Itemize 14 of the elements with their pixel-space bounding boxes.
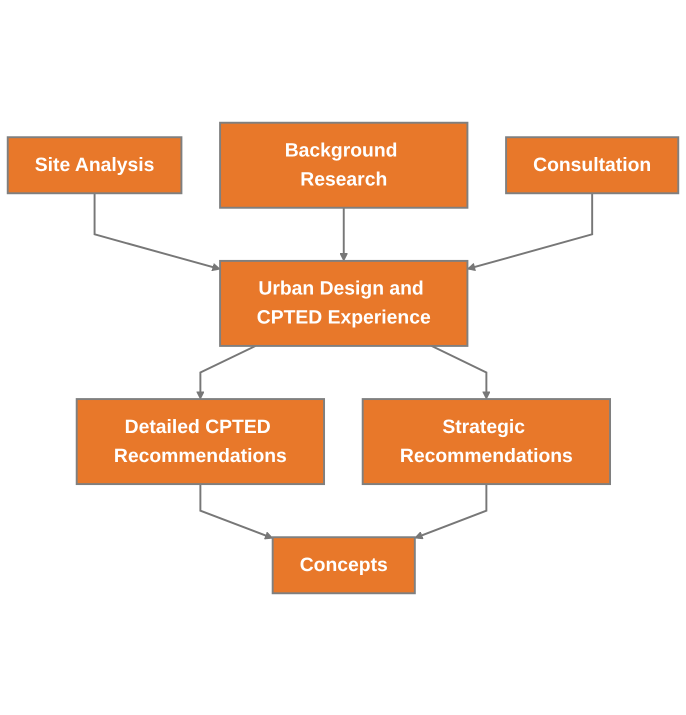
node-box: Strategic Recommendations <box>362 398 611 485</box>
node-box: Site Analysis <box>6 136 182 194</box>
node-box: Urban Design and CPTED Experience <box>219 259 468 346</box>
arrow <box>467 192 594 271</box>
node-box: Background Research <box>219 121 468 208</box>
arrow <box>414 484 488 539</box>
node-box: Detailed CPTED Recommendations <box>76 398 326 485</box>
arrow <box>340 207 348 261</box>
arrow <box>199 484 274 539</box>
arrow <box>431 344 491 399</box>
node-box: Consultation <box>505 136 680 194</box>
arrow <box>196 344 256 399</box>
arrow <box>94 192 220 271</box>
node-box: Concepts <box>272 536 416 594</box>
